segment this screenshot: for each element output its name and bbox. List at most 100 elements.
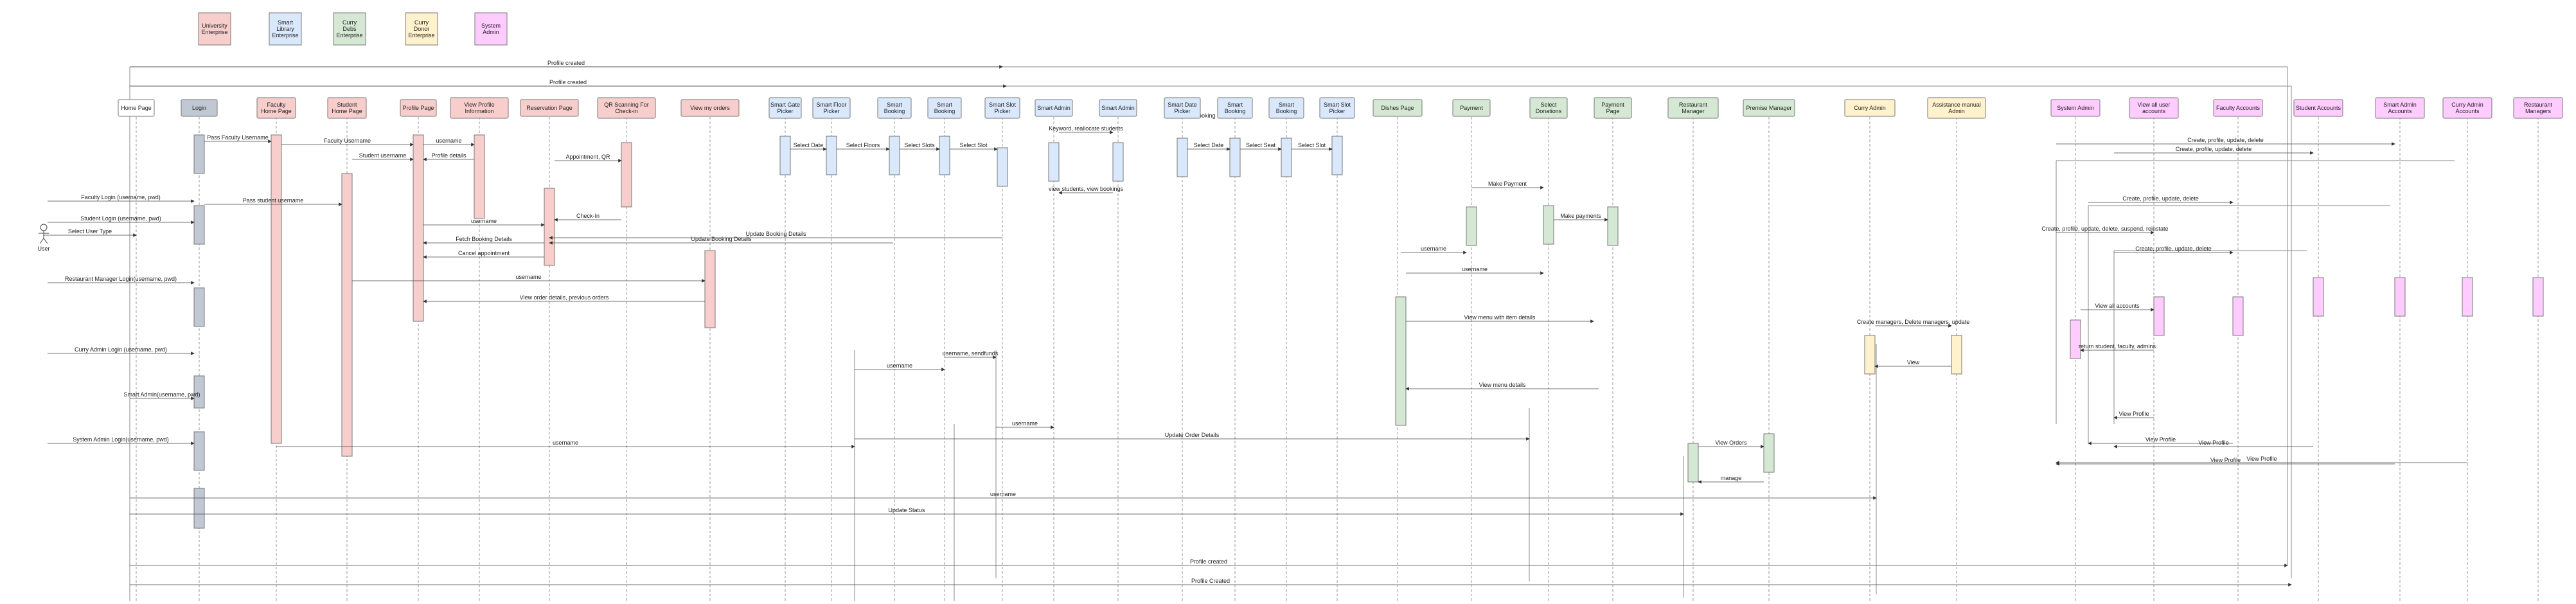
message-label: Select Date bbox=[794, 142, 824, 148]
message-label: Profile details bbox=[431, 152, 466, 159]
message-label: Keyword, reallocate students bbox=[1049, 125, 1123, 132]
participant-label: Smart Admin bbox=[1037, 105, 1070, 111]
participant-label: Dishes Page bbox=[1381, 105, 1414, 111]
message: Select Slot bbox=[1292, 142, 1333, 151]
activation-bar bbox=[1864, 335, 1876, 375]
message-label: Profile created bbox=[547, 60, 585, 66]
participant-box: Home Page bbox=[118, 99, 155, 117]
message: username bbox=[1406, 266, 1544, 275]
activation-bar bbox=[544, 188, 555, 266]
message-label: Fetch Booking Details bbox=[456, 236, 512, 242]
message: Create, profile, update, delete bbox=[2114, 146, 2314, 155]
message: System Admin Login(username, pwd) bbox=[48, 436, 195, 445]
message-label: Pass student username bbox=[243, 197, 304, 204]
activation-bar bbox=[1763, 433, 1775, 473]
activation-bar bbox=[621, 142, 632, 208]
message-label: Select User Type bbox=[68, 228, 112, 235]
message-label: View Profile bbox=[2246, 456, 2277, 462]
activation-bar bbox=[1177, 138, 1188, 177]
message-label: username, sendfunds bbox=[943, 350, 999, 357]
message-label: Appointment, QR bbox=[565, 154, 610, 160]
participant-box: Payment bbox=[1452, 99, 1491, 117]
message-label: View Profile bbox=[2210, 457, 2241, 463]
message: Profile created bbox=[130, 558, 2288, 567]
message-label: Update Status bbox=[888, 507, 925, 513]
message: Restaurant Manager Login(username, pwd) bbox=[48, 276, 195, 285]
message-label: Pass Faculty Username bbox=[207, 134, 269, 141]
activation-bar bbox=[826, 136, 837, 175]
message-label: System Admin Login(username, pwd) bbox=[73, 436, 169, 443]
message: username bbox=[423, 138, 475, 147]
message: Create, profile, update, delete bbox=[2114, 245, 2234, 254]
activation-bar bbox=[1281, 138, 1292, 177]
activation-bar bbox=[2232, 296, 2244, 336]
message: Pass student username bbox=[204, 197, 342, 206]
participant-box: View my orders bbox=[680, 99, 740, 117]
message-label: Cancel appointment bbox=[458, 250, 510, 256]
participant-label: Faculty Accounts bbox=[2216, 105, 2261, 111]
message: Booking ID bbox=[1195, 112, 1223, 119]
participant-label: Smart Admin bbox=[1101, 105, 1135, 111]
message: username bbox=[276, 440, 855, 449]
message-label: Create, profile, update, delete, suspend… bbox=[2041, 226, 2168, 232]
message-label: username bbox=[471, 218, 497, 224]
participant-box: Premise Manager bbox=[1743, 99, 1795, 117]
activation-bar bbox=[193, 488, 205, 529]
message-label: Make Payment bbox=[1488, 181, 1527, 187]
activation-bar bbox=[193, 205, 205, 245]
participant-label: Home Page bbox=[121, 105, 152, 111]
message-label: username bbox=[436, 138, 461, 144]
message: Update Status bbox=[130, 507, 1684, 516]
message: Check-In bbox=[554, 213, 621, 222]
activation-bar bbox=[889, 136, 900, 175]
message-label: username bbox=[1421, 245, 1446, 252]
participant-label: System Admin bbox=[2057, 105, 2094, 111]
participant-box: Curry Admin bbox=[1844, 99, 1896, 117]
message-label: Create, profile, update, delete bbox=[2176, 146, 2252, 152]
message: Faculty Login (username, pwd) bbox=[48, 194, 195, 203]
message: Create, profile, update, delete bbox=[2056, 137, 2395, 146]
message: Faculty Username bbox=[281, 138, 414, 147]
message: Update Booking Details bbox=[549, 236, 893, 245]
message: Cancel appointment bbox=[423, 250, 544, 259]
message: View Profile bbox=[2056, 456, 2467, 465]
message: View Profile bbox=[2113, 440, 2313, 449]
message: Select Seat bbox=[1240, 142, 1282, 151]
message: View menu with item details bbox=[1406, 314, 1594, 323]
message: Select Date bbox=[790, 142, 827, 151]
message-label: Create managers, Delete managers, update bbox=[1857, 319, 1970, 325]
message-label: Make payments bbox=[1560, 213, 1601, 219]
message: Create, profile, update, delete bbox=[2088, 195, 2234, 204]
participant-label: Curry Admin bbox=[1854, 105, 1886, 111]
activation-bar bbox=[1607, 206, 1619, 246]
message: username bbox=[130, 491, 1877, 500]
participant-box: Reservation Page bbox=[520, 99, 579, 117]
message-label: View bbox=[1907, 359, 1920, 366]
message-label: Restaurant Manager Login(username, pwd) bbox=[65, 276, 177, 282]
message-label: Faculty Login (username, pwd) bbox=[81, 194, 161, 200]
activation-bar bbox=[939, 136, 950, 175]
activation-bar bbox=[341, 173, 353, 457]
message: Select User Type bbox=[44, 228, 137, 237]
participant-box: Dishes Page bbox=[1372, 99, 1423, 117]
